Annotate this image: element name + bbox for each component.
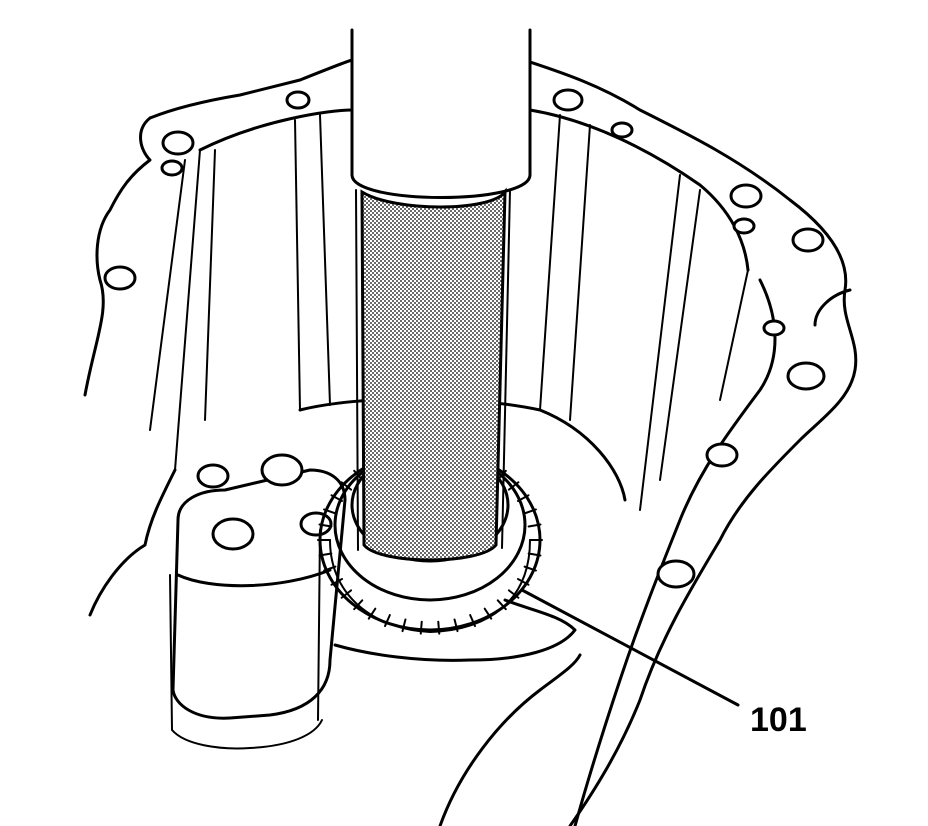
gear-tooth — [523, 508, 537, 515]
gear-tooth — [353, 599, 364, 611]
gear-tooth — [496, 599, 507, 611]
gear-tooth — [453, 618, 459, 633]
gear-tooth — [507, 481, 520, 491]
gear-tooth — [523, 565, 537, 572]
bolt-hole — [552, 88, 584, 112]
gear-tooth — [507, 589, 520, 599]
gear-tooth — [437, 620, 441, 635]
callout-101: 101 — [520, 588, 807, 739]
gear-tooth — [340, 481, 353, 491]
gear-tooth — [330, 578, 344, 586]
callout-label-101: 101 — [750, 701, 807, 739]
flange-bolt-holes — [103, 88, 826, 589]
gear-tooth — [419, 620, 423, 635]
bolt-hole — [656, 559, 696, 589]
bolt-hole — [160, 159, 184, 177]
bolt-hole — [729, 183, 763, 209]
pump-boss — [169, 453, 347, 750]
gear-tooth — [527, 523, 542, 528]
callout-leader-line — [520, 588, 740, 707]
gear-tooth — [323, 508, 337, 515]
installer-tool — [350, 28, 532, 562]
gear-tooth — [340, 589, 353, 599]
bolt-hole — [732, 217, 756, 235]
transmission-housing — [83, 58, 858, 826]
gear-tooth — [367, 607, 377, 620]
bolt-hole — [610, 121, 634, 139]
bolt-hole — [103, 265, 137, 291]
bolt-hole — [762, 319, 786, 337]
gear-tooth — [384, 614, 391, 628]
bolt-hole — [285, 90, 311, 110]
bolt-hole — [705, 442, 739, 468]
gear-tooth — [401, 618, 407, 633]
gear-tooth — [469, 614, 476, 628]
bolt-hole — [161, 130, 195, 156]
gear-tooth — [527, 552, 542, 557]
gear-tooth — [330, 494, 344, 502]
gear-tooth — [483, 607, 493, 620]
bolt-hole — [791, 227, 825, 253]
gear-tooth — [516, 578, 530, 586]
gear-tooth — [318, 552, 333, 557]
gear-tooth — [516, 494, 530, 502]
gear-tooth — [323, 565, 337, 572]
tool-shaft-shaded — [360, 187, 507, 562]
gear-tooth — [318, 523, 333, 528]
bolt-hole — [786, 361, 826, 391]
